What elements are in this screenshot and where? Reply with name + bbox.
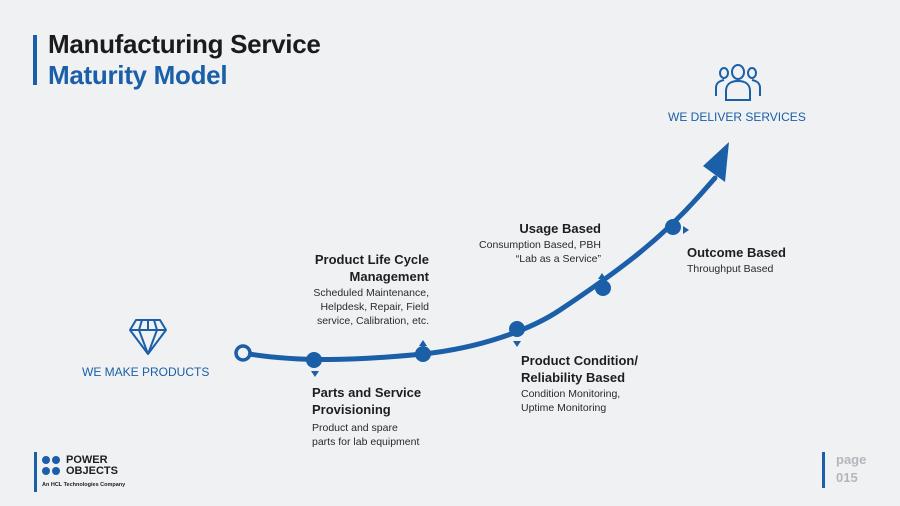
stage-parts-desc-1: Product and spare <box>312 422 398 434</box>
stage-usage: Usage Based Consumption Based, PBH “Lab … <box>460 220 601 266</box>
stage-usage-desc-1: Consumption Based, PBH <box>479 239 601 251</box>
stage-outcome: Outcome Based Throughput Based <box>687 244 786 276</box>
logo-bar <box>34 452 37 492</box>
stage-plc-desc-1: Scheduled Maintenance, <box>313 287 429 299</box>
stage-parts: Parts and Service Provisioning Product a… <box>312 384 421 449</box>
stage-plc-title-1: Product Life Cycle <box>314 252 429 267</box>
title-line-1: Manufacturing Service <box>48 29 321 59</box>
stage-condition-title-1: Product Condition/ <box>521 353 638 368</box>
start-label: WE MAKE PRODUCTS <box>82 365 210 379</box>
stage-condition-desc-2: Uptime Monitoring <box>521 402 607 414</box>
page-label: page <box>836 452 867 467</box>
title-line-2: Maturity Model <box>48 60 228 90</box>
stage-plc-title-2: Management <box>349 269 429 284</box>
logo-word-1: POWER <box>66 454 108 466</box>
logo-dot <box>42 456 50 464</box>
pointer-plc <box>419 340 427 346</box>
stage-usage-title: Usage Based <box>519 221 601 236</box>
logo-word-2: OBJECTS <box>66 465 118 477</box>
stage-outcome-title: Outcome Based <box>687 245 786 260</box>
title-accent-bar <box>33 35 37 85</box>
stage-condition-title-2: Reliability Based <box>521 370 626 385</box>
pointer-condition <box>513 341 521 347</box>
pointer-parts <box>311 371 319 377</box>
stage-parts-title-2: Provisioning <box>312 402 391 417</box>
node-plc <box>415 346 431 362</box>
stage-usage-desc-2: “Lab as a Service” <box>515 253 601 265</box>
logo-dot <box>52 467 60 475</box>
stage-condition: Product Condition/ Reliability Based Con… <box>521 352 638 415</box>
maturity-path <box>240 175 718 362</box>
diamond-icon <box>129 319 167 355</box>
logo-tagline: An HCL Technologies Company <box>42 482 126 488</box>
page-number: 015 <box>836 470 858 485</box>
stage-parts-title-1: Parts and Service <box>312 385 422 400</box>
stage-outcome-desc: Throughput Based <box>687 263 774 275</box>
node-usage <box>595 280 611 296</box>
logo-dot <box>42 467 50 475</box>
node-outcome <box>665 219 681 235</box>
pointer-usage <box>598 273 606 279</box>
node-condition <box>509 321 525 337</box>
logo-dot <box>52 456 60 464</box>
end-label: WE DELIVER SERVICES <box>668 110 806 124</box>
stage-parts-desc-2: parts for lab equipment <box>312 436 420 448</box>
stage-plc-desc-3: service, Calibration, etc. <box>316 315 429 327</box>
stage-plc-desc-2: Helpdesk, Repair, Field <box>320 301 429 313</box>
start-node <box>234 344 252 362</box>
stage-plc: Product Life Cycle Management Scheduled … <box>270 251 429 328</box>
stage-condition-desc-1: Condition Monitoring, <box>521 388 621 400</box>
page-accent-bar <box>822 452 825 488</box>
people-icon <box>715 64 761 101</box>
pointer-outcome <box>683 226 689 234</box>
node-parts <box>306 352 322 368</box>
arrow-head <box>703 142 729 182</box>
